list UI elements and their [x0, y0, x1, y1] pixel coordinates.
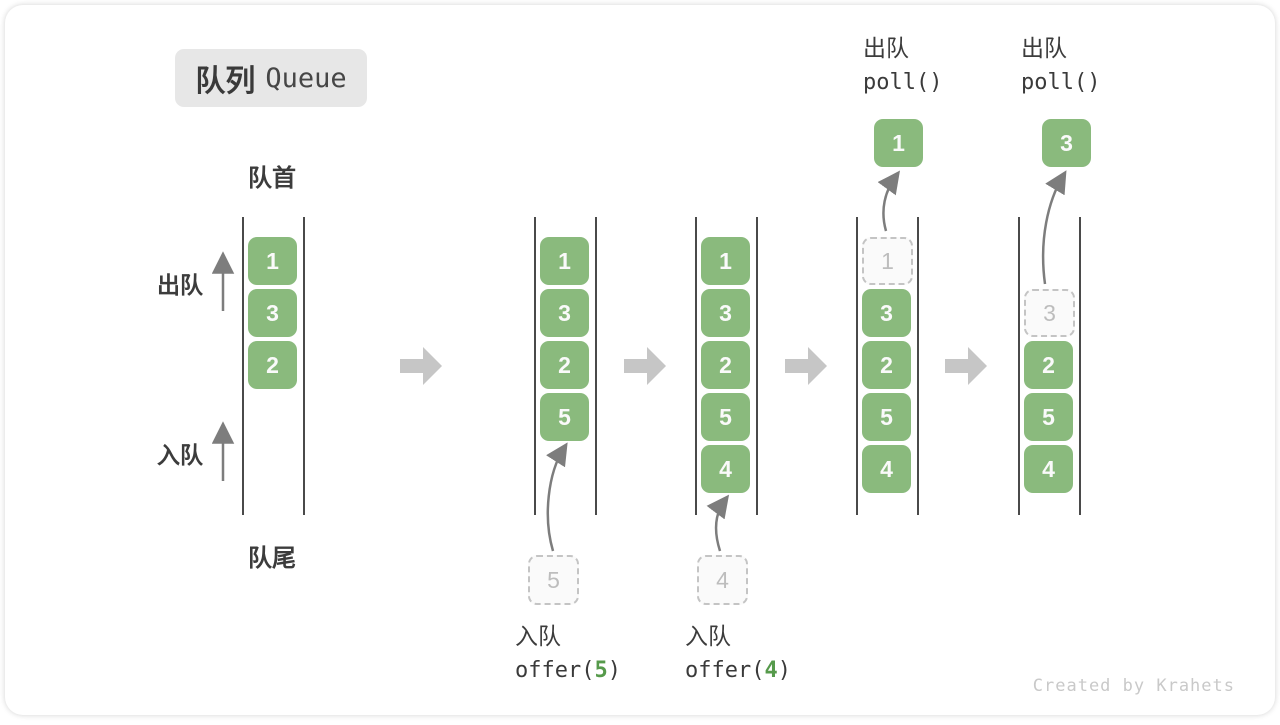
- queue-block-ghost: 3: [1024, 289, 1075, 337]
- queue-block: 2: [248, 341, 297, 389]
- queue-wall-left: [856, 217, 858, 515]
- enqueue-op-label: 入队 offer(5): [515, 621, 621, 686]
- watermark-credit: Created by Krahets: [1033, 676, 1235, 696]
- enqueue-arrow: [548, 448, 564, 551]
- queue-block: 3: [248, 289, 297, 337]
- queue-front-label: 队首: [248, 158, 296, 193]
- queue-block: 2: [701, 341, 750, 389]
- dequeue-side-label: 出队: [157, 266, 203, 300]
- queue-block: 5: [540, 393, 589, 441]
- state-transition-arrow: [785, 347, 827, 385]
- queue-wall-right: [756, 217, 758, 515]
- title-english: Queue: [265, 63, 346, 94]
- queue-block: 3: [540, 289, 589, 337]
- dequeue-op-label-action: 出队: [1021, 33, 1100, 63]
- queue-block: 4: [1024, 445, 1073, 493]
- diagram-card: 队列 Queue 队首 队尾 出队 入队 Created by Krahets …: [5, 5, 1275, 715]
- arrows-overlay: [5, 5, 1280, 725]
- state-transition-arrow: [400, 347, 442, 385]
- queue-block-ghost: 1: [862, 237, 913, 285]
- state-transition-arrow: [624, 347, 666, 385]
- queue-diagram: 队列 Queue 队首 队尾 出队 入队 Created by Krahets …: [5, 5, 1275, 715]
- queue-wall-left: [1018, 217, 1020, 515]
- code-argument: 4: [764, 658, 777, 683]
- queue-block: 1: [540, 237, 589, 285]
- queue-rear-label: 队尾: [248, 538, 296, 573]
- queue-block: 1: [701, 237, 750, 285]
- queue-block: 2: [540, 341, 589, 389]
- dequeue-op-label-code: poll(): [1021, 68, 1100, 98]
- enqueue-arrow: [716, 500, 725, 551]
- queue-block: 5: [862, 393, 911, 441]
- enqueue-op-label: 入队 offer(4): [685, 621, 791, 686]
- dequeued-block: 3: [1042, 119, 1091, 167]
- queue-block: 3: [862, 289, 911, 337]
- enqueue-op-label-action: 入队: [515, 621, 621, 651]
- enqueue-pending-block: 5: [528, 555, 579, 605]
- queue-wall-left: [534, 217, 536, 515]
- enqueue-pending-block: 4: [697, 555, 748, 605]
- enqueue-op-label-code: offer(4): [685, 656, 791, 686]
- code-argument: 5: [594, 658, 607, 683]
- queue-wall-right: [917, 217, 919, 515]
- queue-block: 5: [701, 393, 750, 441]
- queue-block: 5: [1024, 393, 1073, 441]
- queue-wall-left: [242, 217, 244, 515]
- enqueue-op-label-action: 入队: [685, 621, 791, 651]
- queue-block: 3: [701, 289, 750, 337]
- title-chinese: 队列: [195, 56, 255, 100]
- dequeue-op-label: 出队 poll(): [863, 33, 942, 98]
- queue-block: 2: [1024, 341, 1073, 389]
- queue-block: 4: [701, 445, 750, 493]
- dequeued-block: 1: [874, 119, 923, 167]
- queue-wall-right: [1079, 217, 1081, 515]
- enqueue-side-label: 入队: [157, 436, 203, 470]
- dequeue-op-label: 出队 poll(): [1021, 33, 1100, 98]
- queue-block: 1: [248, 237, 297, 285]
- dequeue-arrow: [1043, 176, 1063, 284]
- dequeue-arrow: [883, 176, 896, 231]
- state-transition-arrow: [945, 347, 987, 385]
- queue-wall-right: [303, 217, 305, 515]
- diagram-title: 队列 Queue: [175, 49, 367, 107]
- queue-block: 2: [862, 341, 911, 389]
- queue-block: 4: [862, 445, 911, 493]
- queue-wall-right: [595, 217, 597, 515]
- enqueue-op-label-code: offer(5): [515, 656, 621, 686]
- dequeue-op-label-code: poll(): [863, 68, 942, 98]
- queue-wall-left: [695, 217, 697, 515]
- dequeue-op-label-action: 出队: [863, 33, 942, 63]
